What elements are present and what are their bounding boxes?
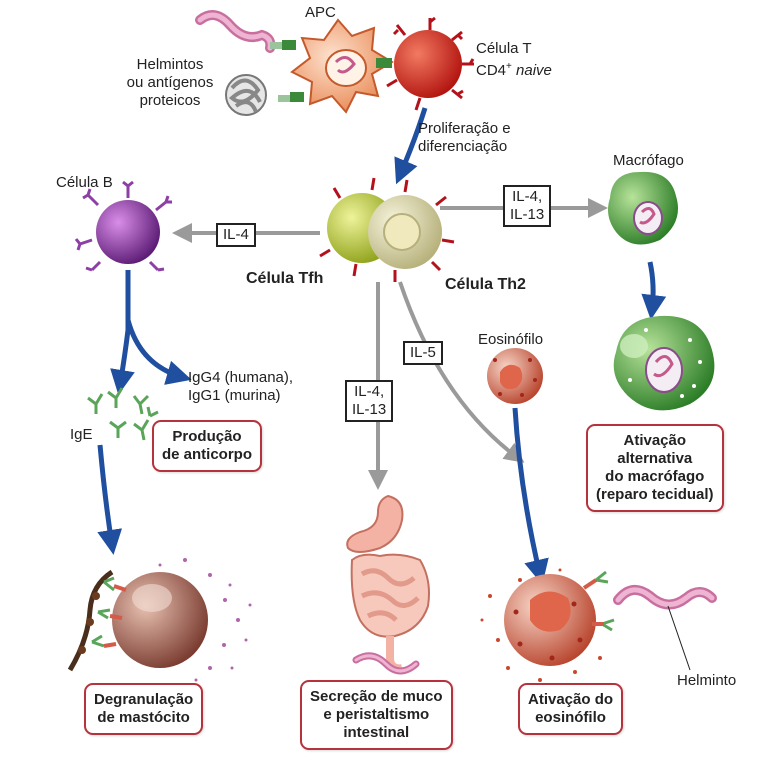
naive-tcell-label: Célula T CD4+ naive xyxy=(476,40,552,80)
outcome-text: (reparo tecidual) xyxy=(596,486,714,503)
outcome-antibody-production: Produção de anticorpo xyxy=(152,420,263,472)
outcome-text: Ativação xyxy=(623,432,687,449)
th2-cell-icon xyxy=(368,195,442,269)
arrow-tcell-to-effectors xyxy=(394,107,428,185)
outcome-text: Degranulação xyxy=(94,691,194,708)
cd4-sup: + xyxy=(506,61,512,72)
naive-tcell-icon xyxy=(386,16,475,111)
igg-line2: IgG1 (murina) xyxy=(188,387,281,404)
eosinophil-label: Eosinófilo xyxy=(478,331,544,348)
gut-icon xyxy=(346,494,430,675)
activated-eosinophil-icon xyxy=(480,568,615,682)
arrow-macrophage-activation xyxy=(641,261,667,320)
activated-macrophage-icon xyxy=(613,315,715,411)
helminth-target-icon xyxy=(613,585,717,671)
arrow-th2-to-eosinophil xyxy=(398,281,525,463)
proliferation-line1: Proliferação e xyxy=(418,120,511,137)
arrow-bcell-to-igg xyxy=(125,319,192,385)
outcome-macrophage-activation: Ativação alternativa do macrófago (repar… xyxy=(586,424,724,512)
outcome-text: e peristaltismo xyxy=(323,706,430,723)
macrophage-icon xyxy=(608,171,678,245)
tfh-label: Célula Tfh xyxy=(246,270,324,287)
naive-text: naive xyxy=(516,62,552,79)
cytokine-box-il5: IL-5 xyxy=(403,341,443,365)
th2-label: Célula Th2 xyxy=(445,276,526,293)
outcome-text: alternativa xyxy=(617,450,693,467)
helminth-label: Helminto xyxy=(677,672,737,689)
eosinophil-icon xyxy=(487,348,543,404)
outcome-text: Ativação do xyxy=(528,691,614,708)
il4-il13-gut-line1: IL-4, xyxy=(354,383,385,400)
outcome-mucus-secretion: Secreção de muco e peristaltismo intesti… xyxy=(300,680,453,750)
bcell-icon xyxy=(74,180,172,272)
ige-label: IgE xyxy=(70,426,93,443)
ige-antibody-icons xyxy=(87,387,159,441)
cytokine-box-il4-il13-macrophage: IL-4, IL-13 xyxy=(503,185,552,227)
igg-label: IgG4 (humana), IgG1 (murina) xyxy=(188,369,293,405)
tcell-label-line2: CD4+ naive xyxy=(476,58,552,80)
helminths-label-line1: Helmintos xyxy=(136,56,204,73)
il4-il13-mac-line2: IL-13 xyxy=(510,206,545,223)
apc-cell-icon xyxy=(270,18,394,114)
protein-antigen-icon xyxy=(225,74,267,116)
proliferation-line2: diferenciação xyxy=(418,138,508,155)
mast-cell-icon xyxy=(67,558,252,682)
helminths-antigens-label: Helmintos ou antígenos proteicos xyxy=(110,56,230,110)
outcome-eosinophil-activation: Ativação do eosinófilo xyxy=(518,683,624,735)
macrophage-label: Macrófago xyxy=(613,152,684,169)
bcell-label: Célula B xyxy=(56,174,113,191)
helminths-label-line3: proteicos xyxy=(139,92,201,109)
outcome-mast-cell-degranulation: Degranulação de mastócito xyxy=(84,683,204,735)
igg-line1: IgG4 (humana), xyxy=(188,369,294,386)
arrow-bcell-to-ige xyxy=(110,270,135,395)
arrow-eosinophil-activation xyxy=(512,407,549,585)
cytokine-box-il4-bcell: IL-4 xyxy=(216,223,256,247)
outcome-text: Produção xyxy=(172,428,242,445)
arrow-ige-to-mast xyxy=(97,444,123,555)
arrows xyxy=(97,107,667,585)
helminths-label-line2: ou antígenos xyxy=(126,74,214,91)
cd4-text: CD4 xyxy=(476,62,507,79)
helminth-icon xyxy=(195,10,276,53)
outcome-text: intestinal xyxy=(343,724,410,741)
outcome-text: eosinófilo xyxy=(535,709,606,726)
il4-il13-mac-line1: IL-4, xyxy=(512,188,543,205)
outcome-text: do macrófago xyxy=(605,468,705,485)
apc-label: APC xyxy=(305,4,336,21)
outcome-text: de mastócito xyxy=(97,709,190,726)
tcr-receptors xyxy=(319,177,455,282)
outcome-text: de anticorpo xyxy=(162,446,253,463)
tcell-label-line1: Célula T xyxy=(476,40,532,57)
cytokine-box-il4-il13-gut: IL-4, IL-13 xyxy=(345,380,394,422)
outcome-text: Secreção de muco xyxy=(310,688,443,705)
proliferation-label: Proliferação e diferenciação xyxy=(418,120,511,156)
il4-il13-gut-line2: IL-13 xyxy=(352,401,387,418)
